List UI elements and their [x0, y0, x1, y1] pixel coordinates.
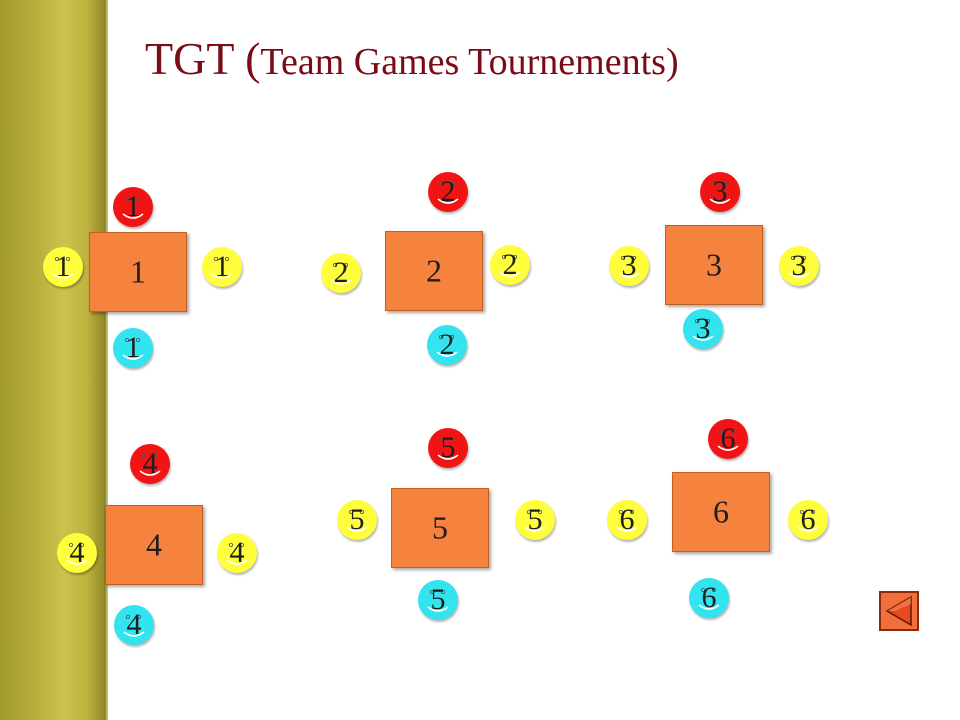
triangle-left-icon [885, 595, 912, 627]
player-number: 4 [126, 608, 142, 641]
smiley-features [524, 509, 546, 532]
smiley-features [122, 337, 144, 360]
smiley-features [692, 318, 714, 341]
red-player-smiley-icon: 1 [113, 187, 153, 227]
player-number: 5 [349, 503, 365, 536]
player-number: 5 [440, 431, 456, 464]
red-player-smiley-icon: 2 [428, 172, 468, 212]
player-number: 6 [720, 422, 736, 455]
player-number: 5 [430, 583, 446, 616]
player-number: 6 [800, 503, 816, 536]
smiley-features [698, 587, 720, 610]
tournament-table-3: 3 [665, 225, 763, 305]
table-label: 2 [426, 252, 442, 289]
tournament-table-1: 1 [89, 232, 187, 312]
yellow-player-smiley-icon: 2 [490, 245, 530, 285]
player-number: 4 [142, 447, 158, 480]
player-number: 3 [712, 175, 728, 208]
smiley-features [346, 509, 368, 532]
smiley-features [123, 614, 145, 637]
smiley-features [437, 437, 459, 460]
back-button[interactable] [879, 591, 919, 631]
yellow-player-smiley-icon: 2 [321, 253, 361, 293]
player-number: 6 [619, 503, 635, 536]
red-player-smiley-icon: 6 [708, 419, 748, 459]
table-label: 3 [706, 246, 722, 283]
cyan-player-smiley-icon: 5 [418, 580, 458, 620]
player-number: 1 [214, 250, 230, 283]
smiley-features [618, 255, 640, 278]
yellow-player-smiley-icon: 4 [57, 533, 97, 573]
smiley-features [52, 256, 74, 279]
table-label: 6 [713, 493, 729, 530]
smiley-features [717, 428, 739, 451]
smiley-features [499, 254, 521, 277]
cyan-player-smiley-icon: 6 [689, 578, 729, 618]
smiley-features [139, 453, 161, 476]
smiley-features [427, 589, 449, 612]
player-number: 1 [125, 331, 141, 364]
player-number: 4 [69, 536, 85, 569]
red-player-smiley-icon: 3 [700, 172, 740, 212]
slide-title: TGT (Team Games Tournements) [145, 36, 679, 82]
red-player-smiley-icon: 4 [130, 444, 170, 484]
yellow-player-smiley-icon: 4 [217, 533, 257, 573]
player-number: 1 [125, 190, 141, 223]
player-number: 3 [695, 312, 711, 345]
smiley-features [226, 542, 248, 565]
smiley-features [66, 542, 88, 565]
sidebar-decoration [0, 0, 106, 720]
smiley-features [788, 255, 810, 278]
yellow-player-smiley-icon: 5 [515, 500, 555, 540]
smiley-features [436, 334, 458, 357]
smiley-features [437, 181, 459, 204]
yellow-player-smiley-icon: 6 [788, 500, 828, 540]
table-label: 5 [432, 509, 448, 546]
smiley-features [797, 509, 819, 532]
sidebar-edge [104, 0, 108, 720]
yellow-player-smiley-icon: 5 [337, 500, 377, 540]
yellow-player-smiley-icon: 1 [202, 247, 242, 287]
cyan-player-smiley-icon: 4 [114, 605, 154, 645]
yellow-player-smiley-icon: 1 [43, 247, 83, 287]
player-number: 2 [439, 328, 455, 361]
player-number: 4 [229, 536, 245, 569]
smiley-features [122, 196, 144, 219]
cyan-player-smiley-icon: 3 [683, 309, 723, 349]
tournament-table-4: 4 [105, 505, 203, 585]
smiley-features [211, 256, 233, 279]
player-number: 2 [440, 175, 456, 208]
tournament-table-2: 2 [385, 231, 483, 311]
yellow-player-smiley-icon: 3 [779, 246, 819, 286]
red-player-smiley-icon: 5 [428, 428, 468, 468]
yellow-player-smiley-icon: 6 [607, 500, 647, 540]
player-number: 6 [701, 581, 717, 614]
smiley-features [616, 509, 638, 532]
table-label: 1 [130, 253, 146, 290]
player-number: 1 [55, 250, 71, 283]
yellow-player-smiley-icon: 3 [609, 246, 649, 286]
title-sub: Team Games Tournements) [260, 41, 679, 83]
player-number: 5 [527, 503, 543, 536]
tournament-table-5: 5 [391, 488, 489, 568]
title-main: TGT ( [145, 33, 261, 84]
player-number: 3 [791, 249, 807, 282]
cyan-player-smiley-icon: 2 [427, 325, 467, 365]
smiley-features [709, 181, 731, 204]
tournament-table-6: 6 [672, 472, 770, 552]
player-number: 2 [333, 256, 349, 289]
cyan-player-smiley-icon: 1 [113, 328, 153, 368]
table-label: 4 [146, 526, 162, 563]
player-number: 3 [621, 249, 637, 282]
smiley-features [330, 262, 352, 285]
player-number: 2 [502, 248, 518, 281]
